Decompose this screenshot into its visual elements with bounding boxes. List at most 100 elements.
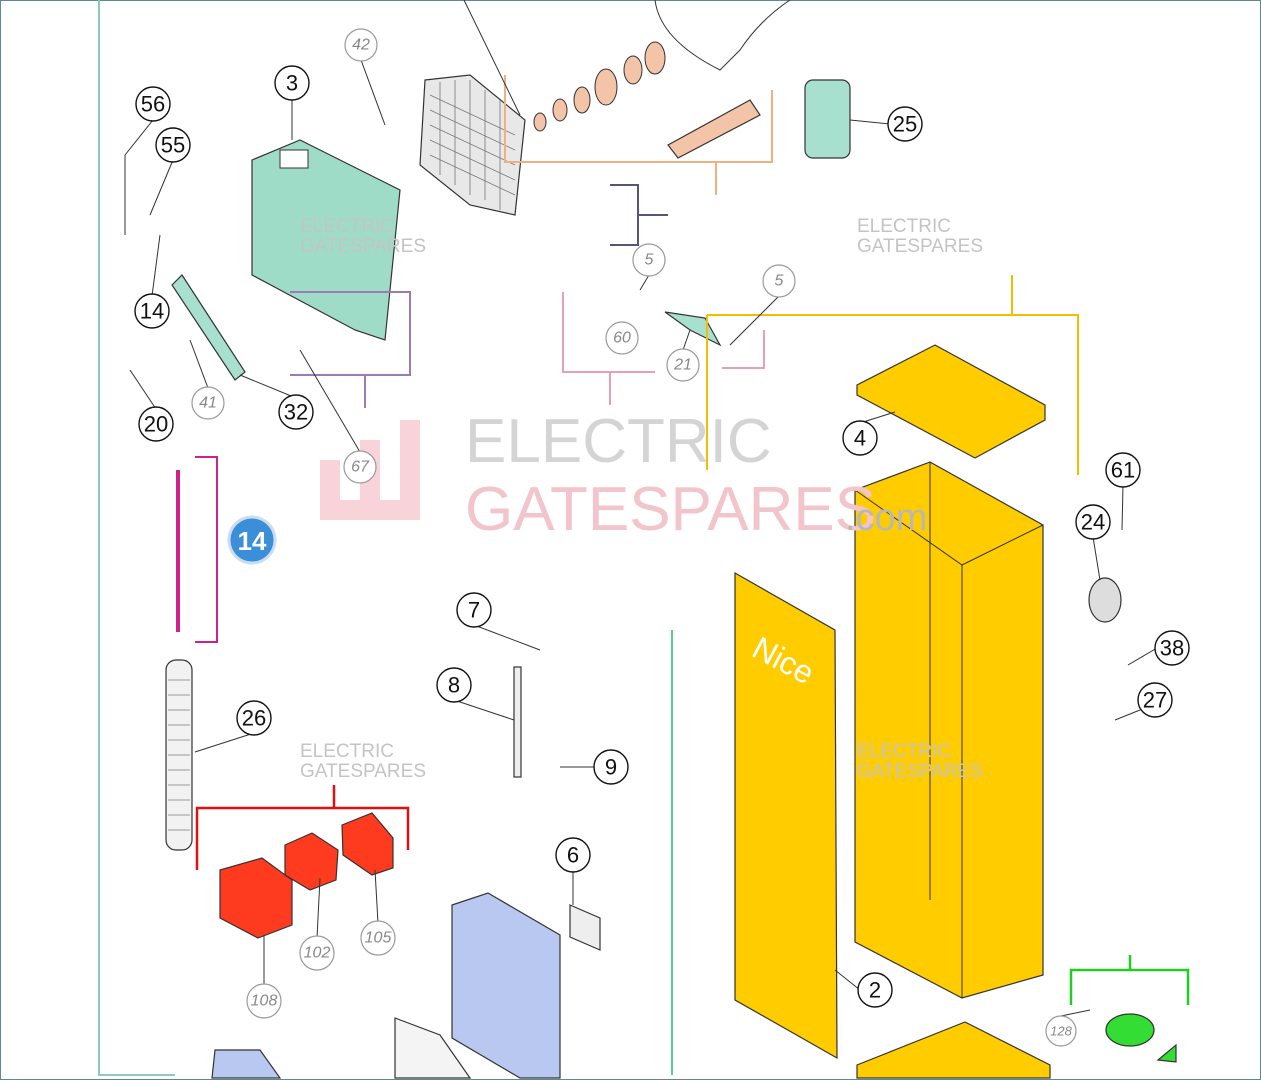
part-label-27: 27	[1137, 682, 1173, 718]
part-label-128: 128	[1045, 1015, 1077, 1047]
svg-text:32: 32	[284, 400, 308, 425]
svg-text:7: 7	[468, 598, 480, 623]
group-bracket-pink	[562, 292, 765, 405]
svg-text:ELECTRIC: ELECTRIC	[857, 741, 951, 762]
worm-screw	[664, 311, 722, 347]
part-label-9: 9	[593, 749, 629, 785]
mounting-plate	[251, 139, 401, 341]
capacitor	[804, 79, 851, 159]
lever-arm	[171, 274, 246, 381]
transformer-cover	[284, 832, 339, 891]
flashing-light-cover	[1105, 1013, 1155, 1047]
group-bracket-yellow	[706, 275, 1079, 475]
part-label-41: 41	[191, 386, 225, 420]
plate-cutout	[279, 149, 309, 169]
part-label-6: 6	[555, 837, 591, 873]
part-label-42: 42	[344, 28, 378, 62]
callout-badge-14: 14	[227, 515, 277, 565]
leader-lines	[124, 0, 1158, 1017]
part-label-56: 56	[135, 86, 171, 122]
part-label-5b: 5	[762, 264, 796, 298]
svg-text:14: 14	[238, 526, 267, 556]
svg-text:4: 4	[854, 426, 866, 451]
battery-box	[211, 1049, 282, 1079]
svg-text:26: 26	[242, 706, 266, 731]
svg-text:GATESPARES: GATESPARES	[465, 475, 876, 544]
watermark-small: ELECTRIC GATESPARES ELECTRIC GATESPARES …	[300, 216, 983, 782]
gear-wheel	[654, 0, 791, 71]
part-label-14: 14	[134, 293, 170, 329]
output-shaft	[667, 99, 761, 159]
part-label-60: 60	[605, 321, 639, 355]
svg-text:ELECTRIC: ELECTRIC	[465, 407, 772, 476]
svg-text:42: 42	[352, 37, 370, 54]
cabinet-door	[734, 571, 838, 1060]
svg-text:.com: .com	[845, 497, 927, 539]
svg-text:GATESPARES: GATESPARES	[857, 761, 983, 782]
svg-text:60: 60	[613, 330, 631, 347]
part-label-61: 61	[1105, 452, 1141, 488]
svg-text:108: 108	[251, 993, 278, 1010]
part-label-21: 21	[666, 348, 700, 382]
group-bracket-magenta	[195, 456, 218, 643]
group-bracket-orange	[504, 75, 773, 195]
part-label-108: 108	[246, 983, 282, 1019]
svg-text:38: 38	[1160, 636, 1184, 661]
svg-text:6: 6	[567, 843, 579, 868]
lock-cover	[1088, 577, 1122, 623]
svg-text:55: 55	[161, 133, 185, 158]
part-label-7: 7	[456, 592, 492, 628]
part-label-67: 67	[343, 450, 377, 484]
cabinet-lid	[856, 344, 1046, 459]
group-bracket-red	[195, 785, 410, 870]
svg-text:9: 9	[605, 755, 617, 780]
part-label-26: 26	[236, 700, 272, 736]
part-label-5a: 5	[632, 243, 666, 277]
washers	[533, 41, 666, 132]
control-board	[394, 1017, 472, 1079]
svg-text:67: 67	[351, 459, 370, 476]
svg-text:41: 41	[199, 395, 217, 412]
part-label-105: 105	[360, 920, 396, 956]
part-label-24: 24	[1075, 504, 1111, 540]
svg-text:24: 24	[1081, 510, 1105, 535]
part-label-55: 55	[155, 127, 191, 163]
part-label-3: 3	[274, 65, 310, 101]
gearbox-cover-grid	[429, 80, 516, 210]
svg-text:8: 8	[448, 673, 460, 698]
group-bracket-purple	[290, 291, 411, 408]
watermark-large: ELECTRIC GATESPARES .com	[320, 407, 927, 544]
svg-text:GATESPARES: GATESPARES	[300, 236, 426, 257]
svg-text:61: 61	[1111, 458, 1135, 483]
base-plate	[856, 1021, 1051, 1079]
part-label-25: 25	[887, 106, 923, 142]
part-label-38: 38	[1154, 630, 1190, 666]
svg-text:102: 102	[304, 945, 331, 962]
light-lens	[1156, 1043, 1177, 1063]
bracket-plate	[569, 904, 601, 951]
frame-line	[98, 0, 175, 1076]
svg-text:27: 27	[1143, 688, 1167, 713]
svg-text:14: 14	[140, 299, 164, 324]
part-label-2: 2	[857, 972, 893, 1008]
part-label-102: 102	[299, 935, 335, 971]
svg-text:5: 5	[645, 252, 654, 269]
svg-text:21: 21	[673, 357, 692, 374]
svg-text:25: 25	[893, 112, 917, 137]
svg-text:GATESPARES: GATESPARES	[857, 236, 983, 257]
svg-text:20: 20	[144, 412, 168, 437]
part-label-32: 32	[278, 394, 314, 430]
svg-text:128: 128	[1050, 1024, 1072, 1039]
svg-text:56: 56	[141, 92, 165, 117]
cabinet-body	[854, 461, 1044, 999]
svg-text:ELECTRIC: ELECTRIC	[300, 216, 394, 237]
spring-coils	[168, 679, 190, 831]
svg-text:105: 105	[365, 930, 392, 947]
part-label-20: 20	[138, 406, 174, 442]
part-label-4: 4	[842, 420, 878, 456]
cabinet-edges	[854, 462, 1044, 998]
transformer-bracket	[341, 812, 394, 876]
svg-text:5: 5	[775, 273, 784, 290]
cable-guide	[513, 666, 522, 778]
